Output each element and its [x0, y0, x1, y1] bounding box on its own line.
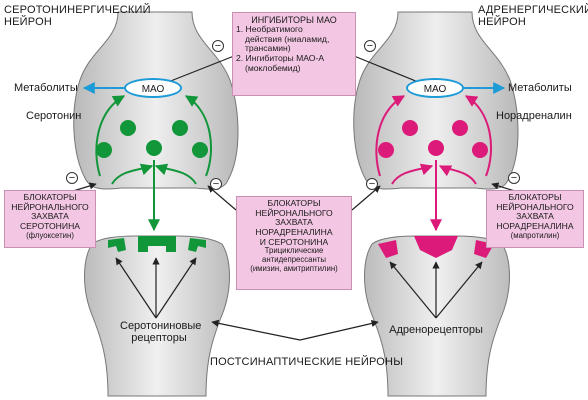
serotonin-vesicle [120, 120, 136, 136]
serotonin-receptor-left [108, 238, 126, 252]
inhibition-minus-icon: − [366, 178, 378, 190]
heading-line: НЕЙРОН [478, 16, 526, 29]
mao-left: МАО [124, 78, 182, 98]
box-line: НЕЙРОНАЛЬНОГО [11, 201, 89, 212]
inhibition-minus-icon: − [210, 178, 222, 190]
box-line: ЗАХВАТА [275, 217, 313, 228]
label-line: рецепторы [131, 332, 187, 345]
serotonin-receptor-center [138, 236, 176, 252]
noradrenaline-return-arc-left [391, 163, 434, 185]
box-line: НЕЙРОНАЛЬНОГО [255, 207, 333, 218]
serotonin-neuron-heading: СЕРОТОНИНЕРГИЧЕСКИЙ НЕЙРОН [4, 4, 151, 29]
inhibition-lines [69, 55, 519, 341]
serotonin-receptors-label: Серотониновые рецепторы [120, 320, 202, 345]
combined-reuptake-blockers-box: БЛОКАТОРЫ НЕЙРОНАЛЬНОГО ЗАХВАТА НОРАДРЕН… [236, 196, 352, 290]
adrenoreceptors-label: Адренорецепторы [389, 324, 483, 336]
noradrenaline-vesicle [428, 140, 444, 156]
inhibition-minus-icon: − [364, 40, 376, 52]
serotonin-vesicle [96, 142, 112, 158]
box-line: ЗАХВАТА [31, 211, 69, 222]
serotonin-return-arc-right [154, 163, 197, 185]
noradrenaline-reuptake-blockers-box: БЛОКАТОРЫ НЕЙРОНАЛЬНОГО ЗАХВАТА НОРАДРЕН… [486, 190, 584, 248]
left-presynaptic-terminal [73, 11, 239, 190]
mao-inhibitor-item: трансамин) [245, 43, 291, 54]
box-line: СЕРОТОНИНА [19, 220, 81, 231]
adrenoreceptor-left [378, 240, 398, 258]
label-line: Серотониновые [120, 320, 202, 332]
box-sub-line: Трициклические [264, 246, 324, 256]
serotonin-vesicle [172, 120, 188, 136]
noradrenaline-vesicle [402, 120, 418, 136]
adrenoreceptor-center [414, 236, 458, 258]
box-sub-line: антидепрессанты [262, 254, 326, 264]
box-line: БЛОКАТОРЫ [508, 192, 562, 202]
serotonin-reuptake-right [184, 95, 213, 177]
serotonin-reuptake-blockers-box: БЛОКАТОРЫ НЕЙРОНАЛЬНОГО ЗАХВАТА СЕРОТОНИ… [4, 190, 96, 248]
serotonin-return-arc-left [111, 163, 154, 185]
postsynaptic-neurons-heading: ПОСТСИНАПТИЧЕСКИЕ НЕЙРОНЫ [210, 356, 404, 368]
serotonin-vesicle [146, 140, 162, 156]
noradrenaline-reuptake-right [464, 95, 493, 177]
mao-inhibitor-item: 2. Ингибиторы МАО-А [236, 52, 325, 63]
box-line: НОРАДРЕНАЛИНА [496, 220, 574, 231]
heading-line: СЕРОТОНИНЕРГИЧЕСКИЙ [4, 4, 151, 16]
serotonin-pathways [95, 95, 213, 232]
box-line: НЕЙРОНАЛЬНОГО [496, 201, 574, 212]
metabolites-left-label: Метаболиты [14, 82, 78, 94]
serotonin-reuptake-left [95, 95, 126, 177]
noradrenaline-vesicles [378, 120, 488, 158]
mao-inhibitor-item: (моклобемид) [245, 62, 301, 73]
box-line: БЛОКАТОРЫ [267, 198, 321, 208]
heading-line: НЕЙРОН [4, 16, 52, 29]
noradrenaline-vesicle [472, 142, 488, 158]
box-line: НОРАДРЕНАЛИНА [255, 226, 333, 237]
serotonin-receptor-right [188, 238, 206, 252]
mao-right: МАО [406, 78, 464, 98]
box-line: БЛОКАТОРЫ [23, 192, 77, 202]
heading-line: АДРЕНЕРГИЧЕСКИЙ [478, 4, 588, 16]
box-example: (мапротилин) [510, 230, 560, 240]
noradrenaline-pathways [375, 95, 493, 232]
box-sub-line: (имизин, амитриптилин) [250, 263, 338, 273]
box-line: И СЕРОТОНИНА [259, 236, 329, 247]
serotonin-label: Серотонин [26, 110, 82, 122]
metabolites-right-label: Метаболиты [508, 82, 572, 94]
inhibition-minus-icon: − [508, 172, 520, 184]
serotonin-vesicle [192, 142, 208, 158]
noradrenaline-vesicle [378, 142, 394, 158]
box-line: ЗАХВАТА [516, 211, 554, 222]
mao-inhibitor-item: действия (ниаламид, [245, 33, 330, 44]
noradrenaline-label: Норадреналин [496, 110, 572, 122]
noradrenaline-vesicle [452, 120, 468, 136]
box-example: (флуоксетин) [26, 230, 74, 240]
mao-inhibitors-box: ИНГИБИТОРЫ МАО 1. Необратимого действия … [232, 12, 356, 96]
noradrenaline-return-arc-right [438, 165, 477, 185]
mao-inhibitor-item: 1. Необратимого [236, 24, 303, 35]
mao-inhibitors-title: ИНГИБИТОРЫ МАО [251, 15, 337, 25]
inhibition-minus-icon: − [66, 172, 78, 184]
noradrenaline-reuptake-left [375, 95, 406, 177]
inhibition-minus-icon: − [212, 40, 224, 52]
serotonin-vesicles [96, 120, 208, 158]
adrenergic-neuron-heading: АДРЕНЕРГИЧЕСКИЙ НЕЙРОН [478, 4, 588, 29]
